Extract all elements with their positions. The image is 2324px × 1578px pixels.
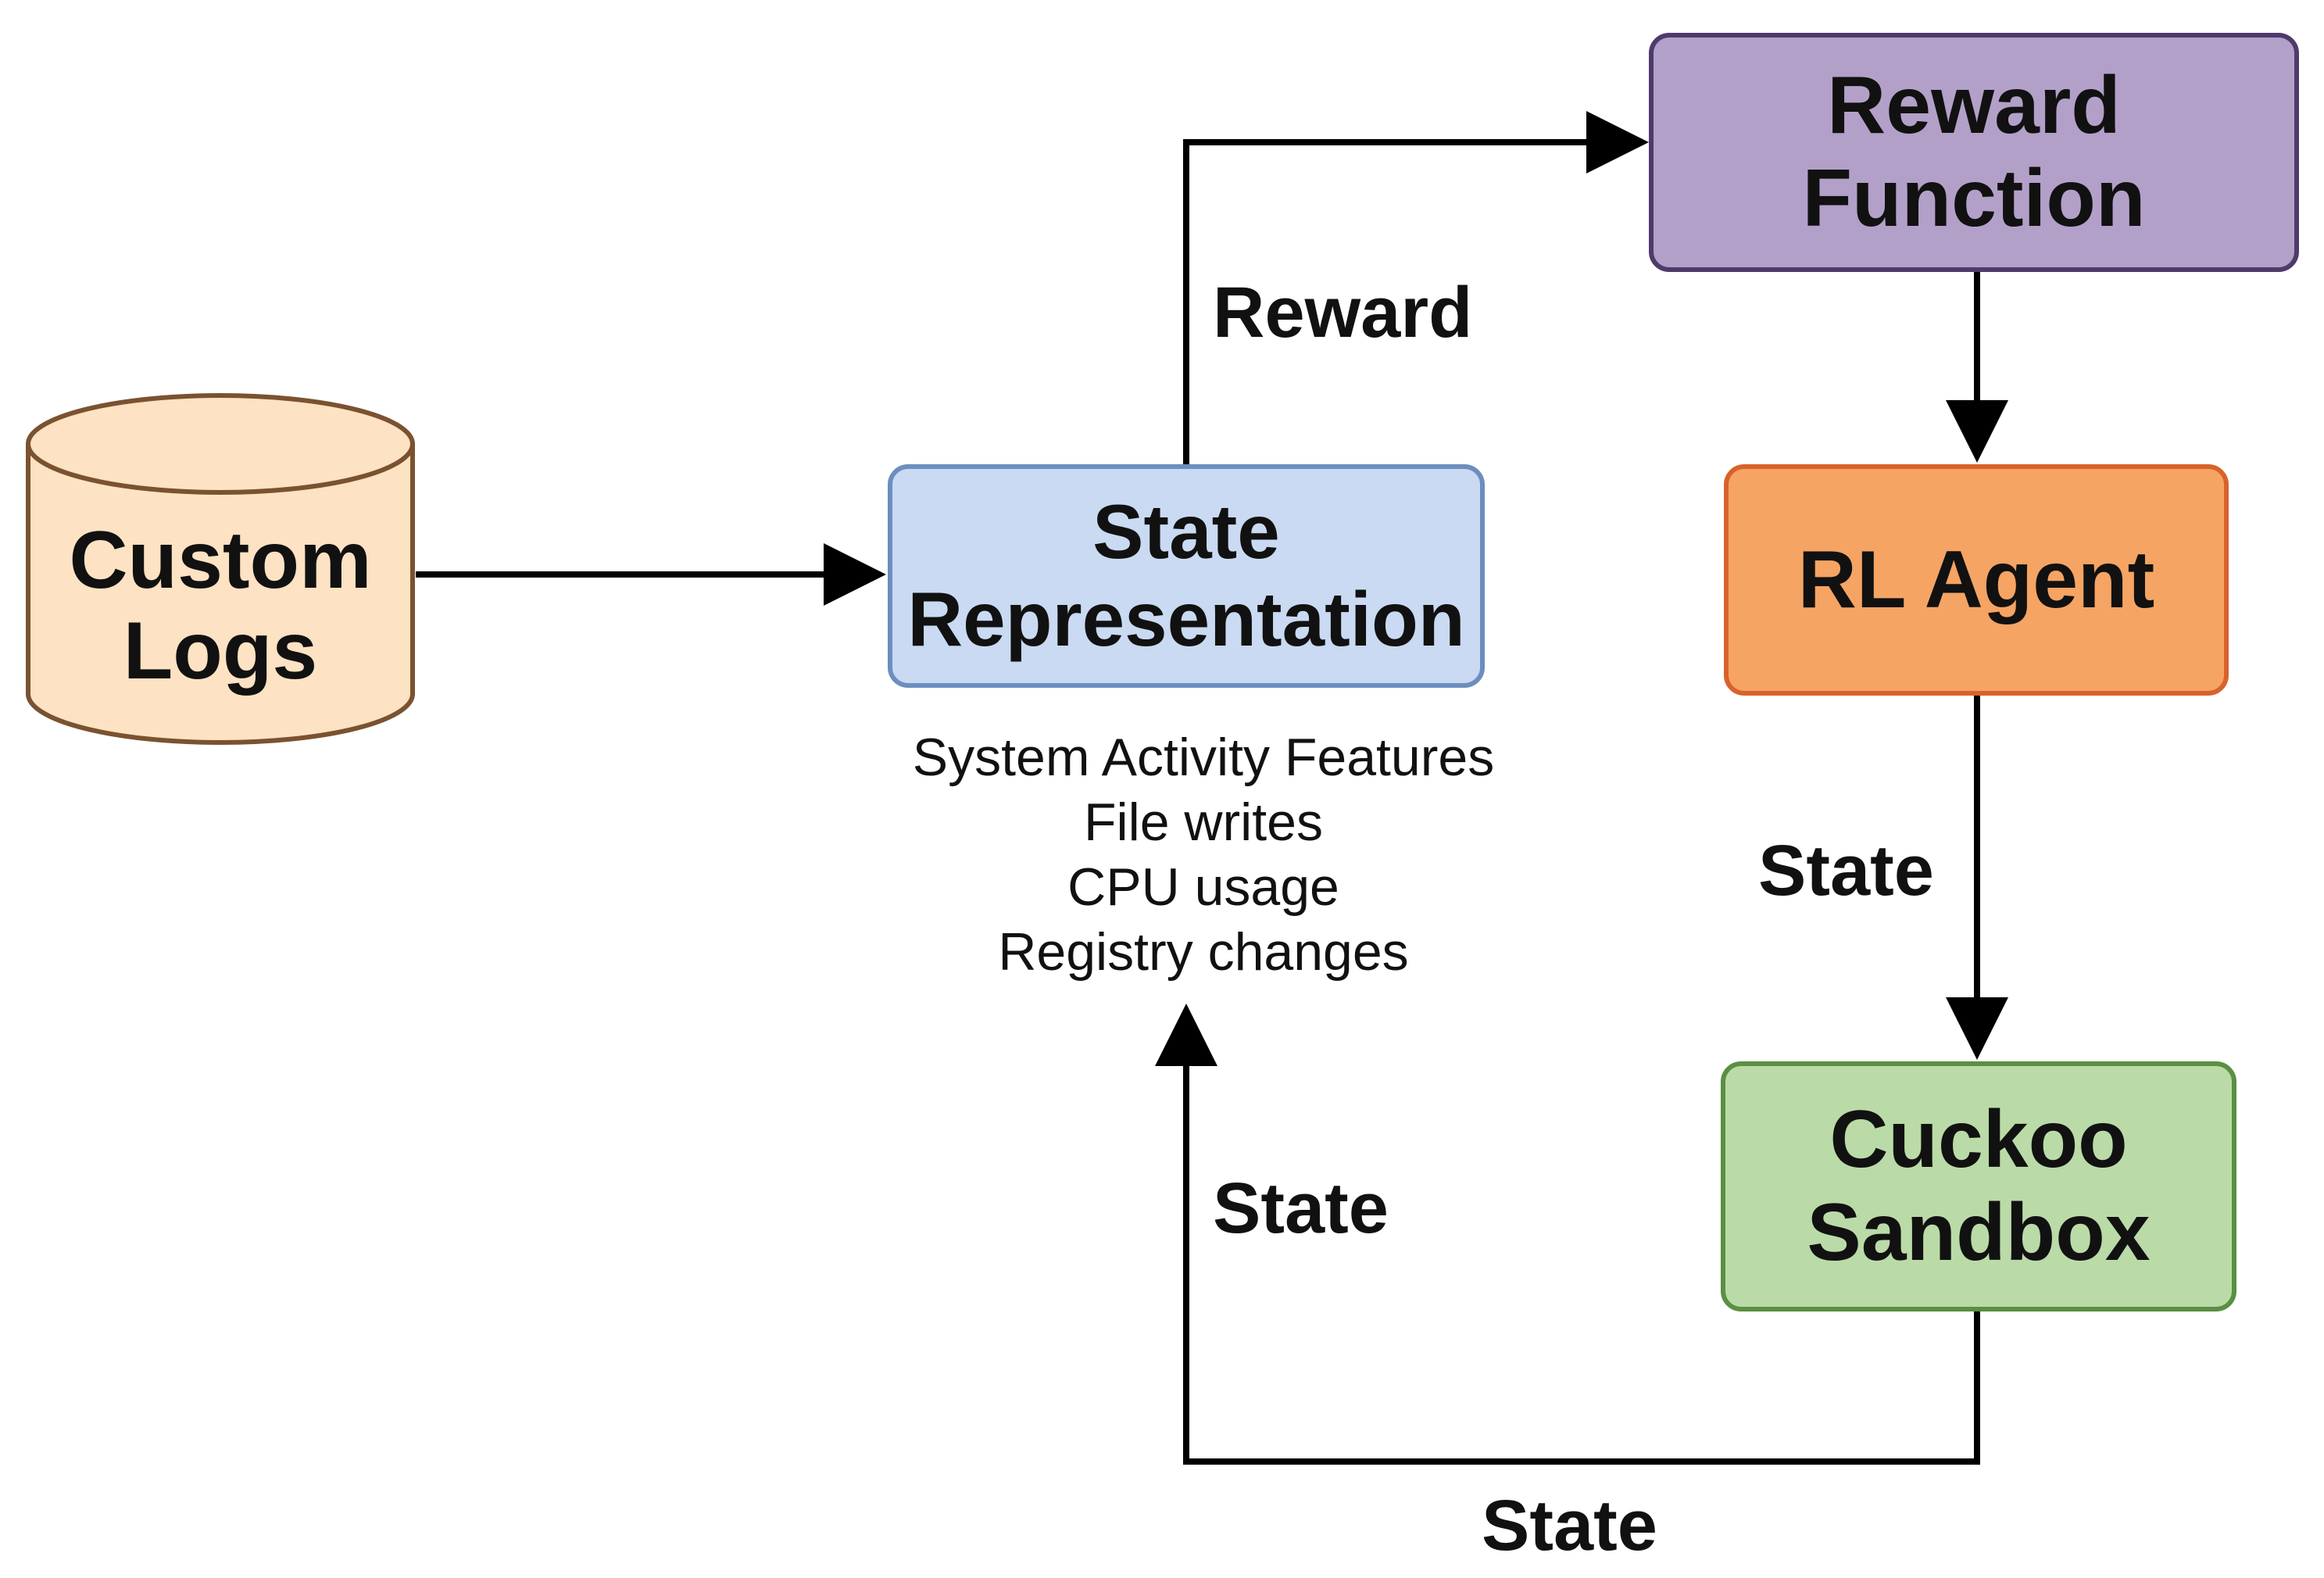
edge-label-reward: Reward [1213,273,1473,352]
custom-logs-line2: Logs [123,606,318,696]
reward-function-line2: Function [1802,153,2146,244]
feature-item-registry-changes: Registry changes [998,921,1409,982]
edge-label-state-feedback: State [1213,1168,1389,1248]
custom-logs-database [26,393,415,745]
edge-label-state-agent-sandbox: State [1758,831,1934,911]
database-top [26,393,415,495]
rl-agent-label: RL Agent [1797,534,2155,625]
database-body [26,444,415,745]
edge-label-state-bottom: State [1482,1486,1657,1565]
custom-logs-line1: Custom [69,514,372,606]
features-heading: System Activity Features [912,728,1495,787]
state-representation-line1: State [1092,488,1280,575]
cuckoo-sandbox-node: Cuckoo Sandbox [1721,1061,2236,1311]
rl-agent-node: RL Agent [1724,464,2229,696]
arrow-state-to-reward [1183,111,1649,464]
cuckoo-sandbox-line1: Cuckoo [1829,1094,2128,1186]
system-activity-features: System Activity Features File writes CPU… [844,725,1563,985]
state-representation-node: State Representation [888,464,1485,688]
custom-logs-label: Custom Logs [25,500,416,711]
feature-item-cpu-usage: CPU usage [1067,857,1339,917]
state-representation-line2: Representation [907,576,1465,662]
reward-function-line1: Reward [1827,60,2121,152]
feature-item-file-writes: File writes [1083,792,1324,852]
cuckoo-sandbox-line2: Sandbox [1807,1187,2151,1278]
reward-function-node: Reward Function [1649,33,2299,272]
arrow-sandbox-to-state [1155,1004,1980,1465]
